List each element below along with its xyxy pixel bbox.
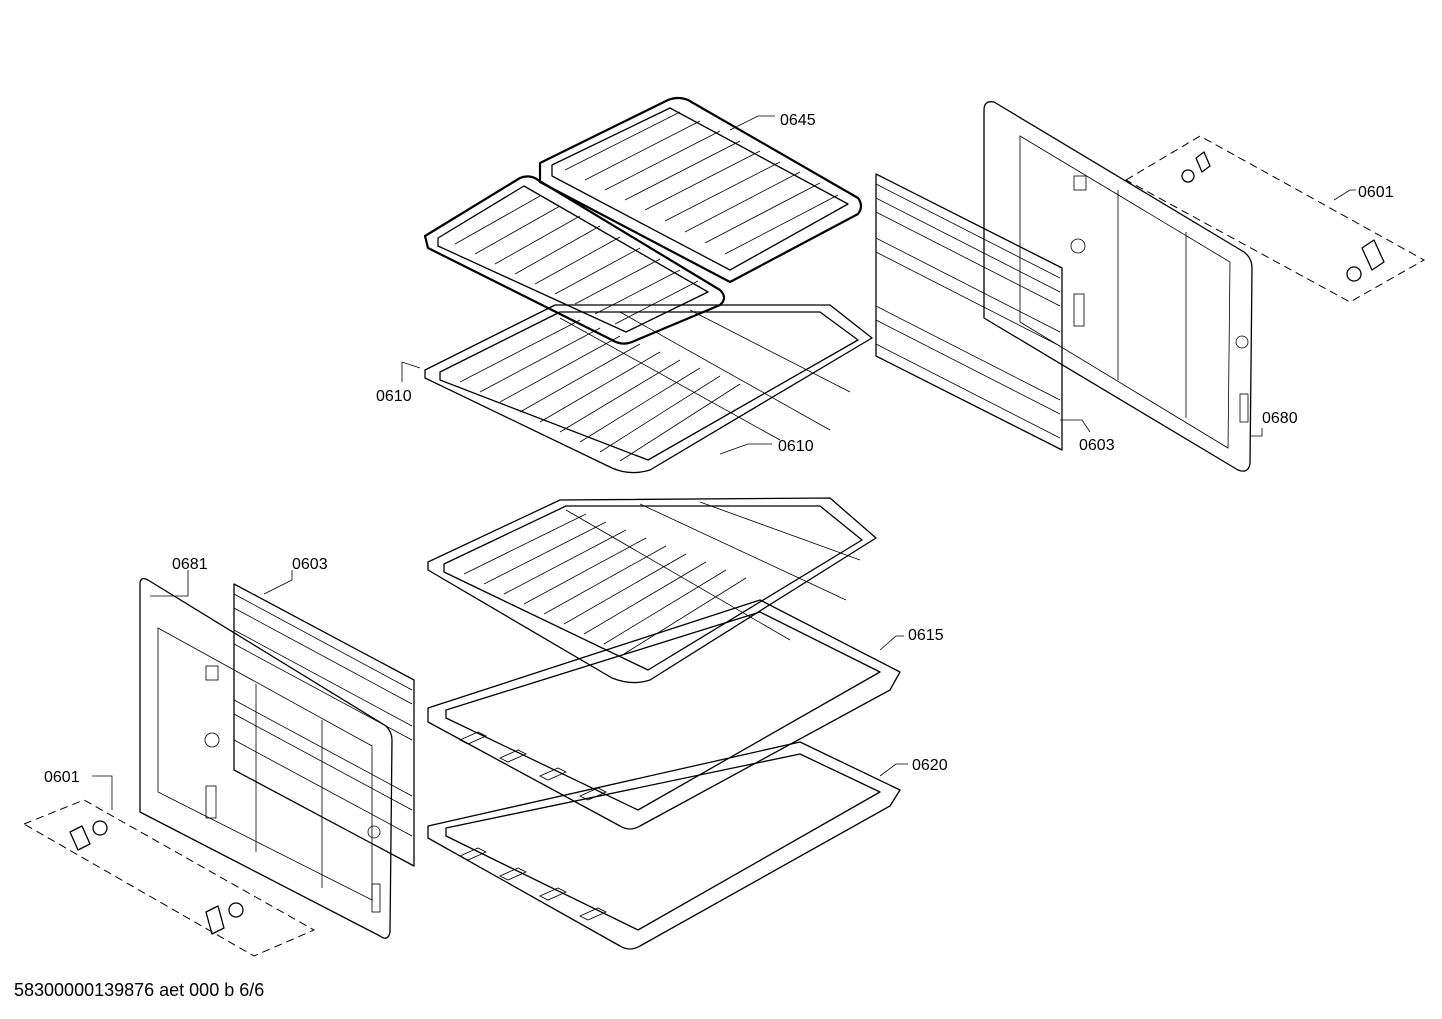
label-0601-left: 0601: [44, 769, 80, 786]
clip-kit-left: [22, 799, 316, 957]
label-0601-right: 0601: [1358, 184, 1394, 201]
grill-tray-right: [538, 96, 863, 284]
label-0610-upper: 0610: [376, 388, 412, 405]
leader-lines: [92, 115, 1356, 810]
baking-tray-upper: [427, 599, 901, 830]
label-0680: 0680: [1262, 410, 1298, 427]
side-wall-left: [139, 578, 393, 939]
label-0603-left: 0603: [292, 556, 328, 573]
shelf-runner-left: [233, 583, 415, 867]
label-0620: 0620: [912, 757, 948, 774]
baking-tray-lower: [427, 741, 901, 950]
label-0681: 0681: [172, 556, 208, 573]
label-0615: 0615: [908, 627, 944, 644]
wire-rack-lower: [427, 497, 877, 684]
wire-rack-upper: [424, 304, 873, 474]
label-0610-lower: 0610: [778, 438, 814, 455]
grill-tray-left: [423, 175, 726, 345]
side-wall-right: [983, 101, 1253, 472]
shelf-runner-right: [875, 173, 1063, 451]
label-0603-right: 0603: [1079, 437, 1115, 454]
label-0645: 0645: [780, 112, 816, 129]
document-id-footer: 58300000139876 aet 000 b 6/6: [14, 980, 265, 1000]
clip-kit-right: [1124, 135, 1426, 303]
